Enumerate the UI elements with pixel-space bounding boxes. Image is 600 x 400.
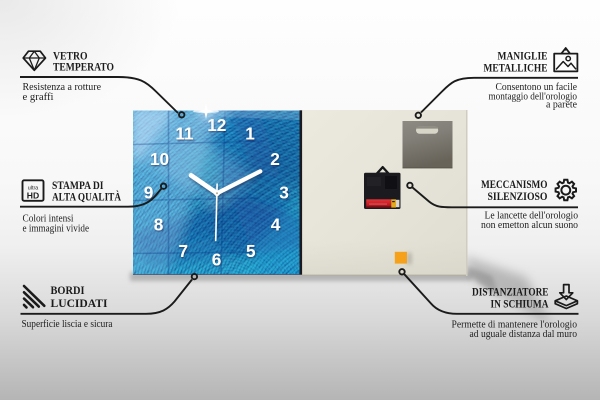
svg-text:Consentono un facile: Consentono un facile xyxy=(496,82,578,93)
svg-text:2: 2 xyxy=(270,149,280,169)
svg-text:montaggio dell'orologio: montaggio dell'orologio xyxy=(489,91,578,102)
svg-text:non emetton alcun suono: non emetton alcun suono xyxy=(481,220,578,231)
svg-text:BORDI: BORDI xyxy=(51,283,85,297)
svg-text:e immagini vivide: e immagini vivide xyxy=(23,223,90,234)
svg-text:ad uguale distanza dal muro: ad uguale distanza dal muro xyxy=(470,329,578,340)
svg-text:9: 9 xyxy=(144,183,154,203)
svg-text:TEMPERATO: TEMPERATO xyxy=(53,60,114,74)
svg-text:8: 8 xyxy=(154,215,164,235)
svg-text:STAMPA DI: STAMPA DI xyxy=(52,178,104,192)
svg-text:Colori intensi: Colori intensi xyxy=(23,213,74,224)
svg-text:SILENZIOSO: SILENZIOSO xyxy=(488,189,548,203)
svg-text:Resistenza a rotture: Resistenza a rotture xyxy=(23,82,102,93)
svg-text:1: 1 xyxy=(245,124,255,144)
svg-text:6: 6 xyxy=(212,249,222,269)
svg-text:4: 4 xyxy=(271,215,281,235)
svg-text:7: 7 xyxy=(179,241,189,261)
svg-text:DISTANZIATORE: DISTANZIATORE xyxy=(472,284,549,298)
svg-text:3: 3 xyxy=(279,183,289,203)
svg-text:Permette di mantenere l'orolog: Permette di mantenere l'orologio xyxy=(452,320,578,331)
svg-text:a parete: a parete xyxy=(546,99,577,110)
svg-text:MECCANISMO: MECCANISMO xyxy=(481,177,548,191)
svg-text:ALTA QUALITÀ: ALTA QUALITÀ xyxy=(52,189,121,203)
svg-text:ultra: ultra xyxy=(28,186,39,192)
svg-text:e graffi: e graffi xyxy=(23,92,54,103)
svg-text:METALLICHE: METALLICHE xyxy=(484,60,548,74)
svg-text:Superficie liscia e sicura: Superficie liscia e sicura xyxy=(22,319,113,330)
svg-text:VETRO: VETRO xyxy=(53,48,88,62)
svg-text:HD: HD xyxy=(27,190,39,200)
svg-text:Le lancette dell'orologio: Le lancette dell'orologio xyxy=(485,210,579,221)
svg-text:LUCIDATI: LUCIDATI xyxy=(51,296,108,310)
svg-text:10: 10 xyxy=(150,149,169,169)
svg-text:5: 5 xyxy=(246,241,256,261)
svg-text:IN SCHIUMA: IN SCHIUMA xyxy=(491,296,549,310)
svg-text:MANIGLIE: MANIGLIE xyxy=(498,48,548,62)
